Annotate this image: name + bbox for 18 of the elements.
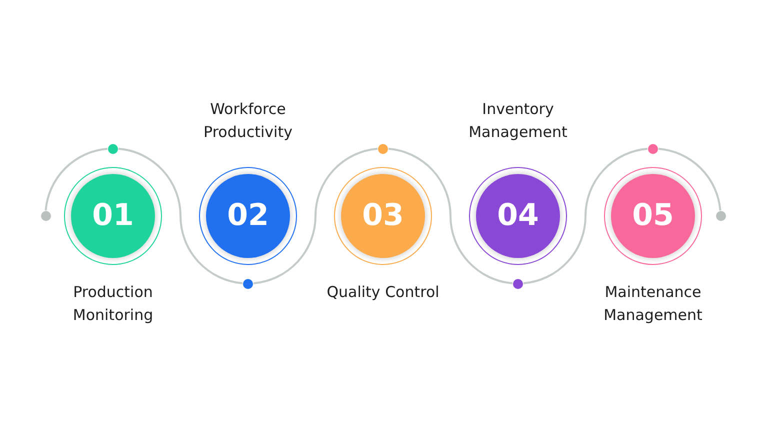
connector-line xyxy=(523,148,648,284)
endpoint-dot xyxy=(40,211,50,221)
step-label: Production Monitoring xyxy=(72,282,154,326)
step-label: Workforce Productivity xyxy=(202,98,294,142)
connector-line xyxy=(388,148,513,284)
step-label: Quality Control xyxy=(326,282,440,303)
connector-line xyxy=(658,148,722,211)
connector-line xyxy=(44,148,108,211)
step-label: Inventory Management xyxy=(468,98,568,142)
step-label: Maintenance Management xyxy=(602,282,704,326)
connector-line xyxy=(253,148,378,284)
step-number: 02 xyxy=(227,201,269,231)
step-number: 04 xyxy=(497,201,539,231)
step-number: 03 xyxy=(362,201,404,231)
connector-line xyxy=(118,148,243,284)
step-number: 05 xyxy=(632,201,674,231)
step-number: 01 xyxy=(92,201,134,231)
endpoint-dot xyxy=(716,211,726,221)
